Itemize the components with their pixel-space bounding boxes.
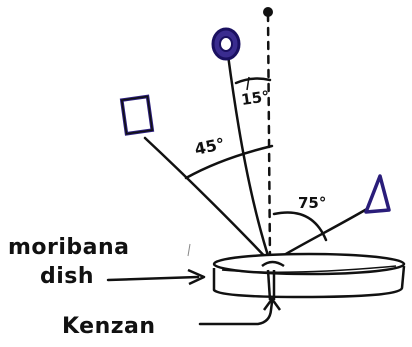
circle-icon [211, 27, 241, 61]
label-kenzan: Kenzan [62, 314, 156, 339]
vertical-reference-line [266, 12, 272, 264]
label-moribana: moribana [8, 235, 130, 260]
dot-icon [263, 7, 273, 17]
dish-arrow [106, 268, 206, 286]
triangle-icon [364, 174, 391, 214]
angle-label-45: 45° [193, 134, 227, 159]
arc-15 [234, 77, 272, 85]
kenzan [261, 260, 285, 301]
moribana-dish [212, 252, 406, 299]
stem-top [226, 53, 272, 264]
arc-15-tick [246, 76, 250, 91]
arc-75 [272, 211, 328, 242]
angle-label-75: 75° [298, 194, 326, 212]
stray-mark [187, 243, 191, 257]
square-icon [119, 94, 155, 136]
stem-left [143, 136, 272, 264]
arc-45 [184, 144, 274, 180]
angle-label-15: 15° [240, 87, 271, 109]
kenzan-arrow [198, 297, 282, 326]
label-dish: dish [40, 264, 94, 289]
